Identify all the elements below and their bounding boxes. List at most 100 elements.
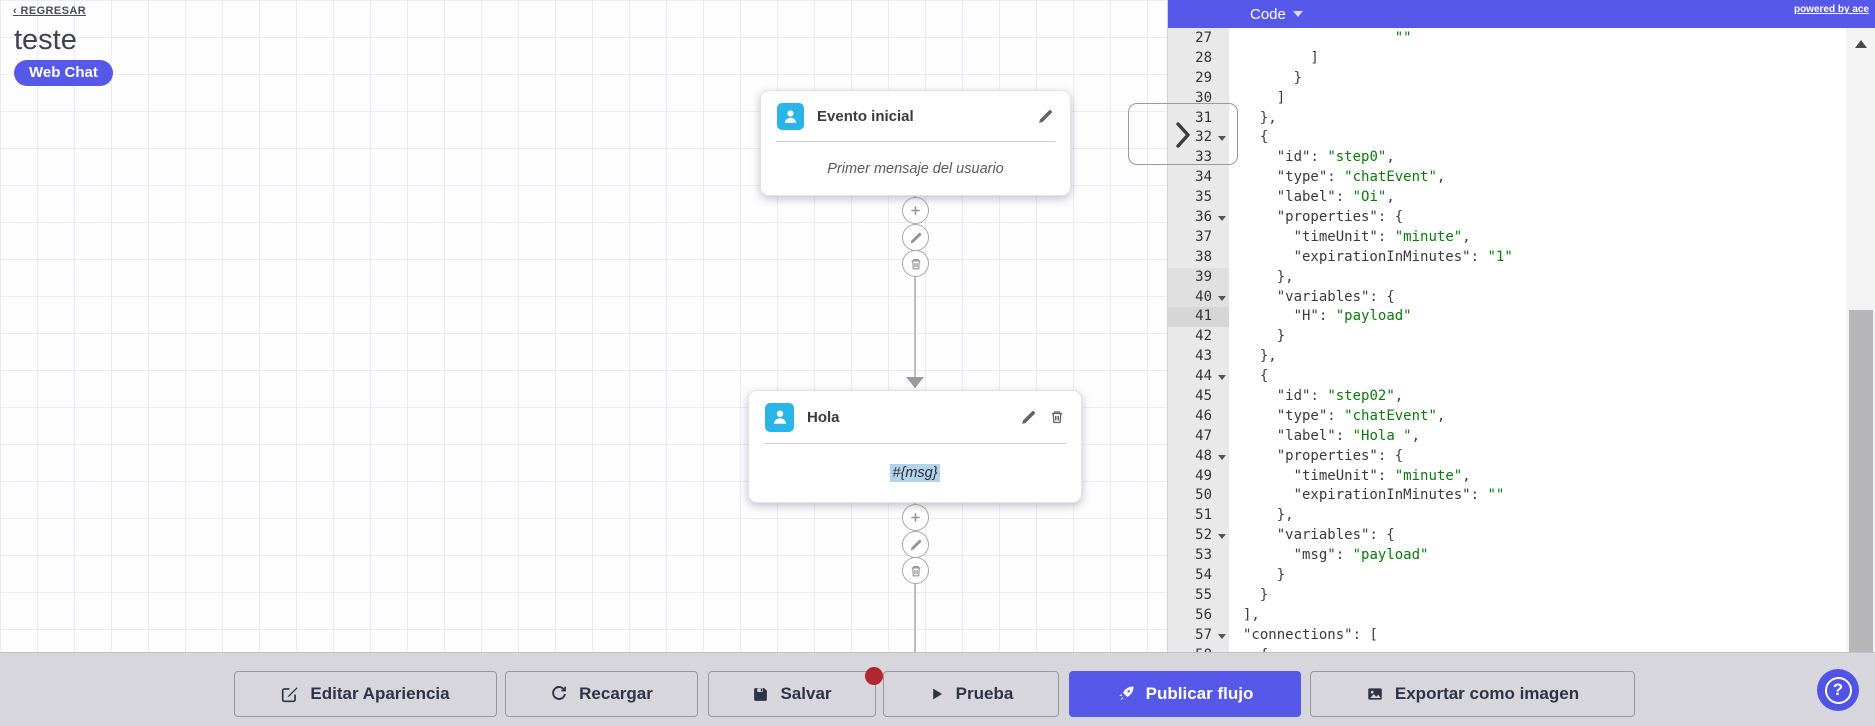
code-line[interactable]: "id": "step02",	[1276, 388, 1404, 405]
code-line[interactable]: "expirationInMinutes": ""	[1293, 487, 1505, 504]
gutter-line-number[interactable]: 29	[1195, 69, 1212, 86]
code-line[interactable]: "type": "chatEvent",	[1276, 407, 1446, 424]
fold-caret-icon[interactable]	[1218, 216, 1226, 222]
code-line[interactable]: }	[1243, 586, 1269, 603]
gutter-line-number[interactable]: 58	[1168, 646, 1229, 652]
code-line[interactable]: "label": "Oi",	[1276, 189, 1395, 206]
test-button[interactable]: Prueba	[883, 671, 1059, 717]
powered-by-ace-link[interactable]: powered by ace	[1793, 4, 1869, 15]
fold-caret-icon[interactable]	[1218, 375, 1226, 381]
code-line[interactable]: {	[1243, 368, 1269, 385]
gutter-line-number[interactable]: 50	[1195, 487, 1212, 504]
delete-connection-button[interactable]	[902, 557, 929, 584]
save-button[interactable]: Salvar	[708, 671, 876, 717]
gutter-line-number[interactable]: 27	[1195, 30, 1212, 46]
code-line[interactable]: {	[1243, 129, 1269, 146]
gutter-line-number[interactable]: 38	[1195, 248, 1212, 265]
gutter-line-number[interactable]: 52	[1168, 526, 1229, 546]
code-line[interactable]: "type": "chatEvent",	[1276, 169, 1446, 186]
back-link[interactable]: ‹ REGRESAR	[13, 5, 87, 17]
help-button[interactable]: ?	[1817, 669, 1859, 711]
code-line[interactable]: },	[1243, 268, 1294, 285]
gutter-line-number[interactable]: 39	[1168, 267, 1229, 288]
code-line[interactable]: "properties": {	[1276, 447, 1404, 464]
collapse-panel-button[interactable]	[1128, 103, 1238, 165]
code-line[interactable]: ""	[1394, 30, 1412, 46]
edit-connection-button[interactable]	[902, 224, 929, 251]
edit-node-button[interactable]	[1037, 108, 1054, 125]
code-line[interactable]: ]	[1243, 49, 1319, 66]
gutter-line-number[interactable]: 35	[1195, 189, 1212, 206]
gutter-line-number[interactable]: 47	[1195, 427, 1212, 444]
gutter-line-number[interactable]: 32	[1168, 128, 1229, 148]
gutter-line-number[interactable]: 30	[1195, 89, 1212, 106]
gutter-line-number[interactable]: 42	[1195, 328, 1212, 345]
editor-text-area[interactable]: "" ] } ] }, { "id": "step0", "type": "ch…	[1229, 28, 1846, 652]
add-step-button[interactable]	[902, 197, 929, 224]
flow-node-hola[interactable]: Hola #{msg}	[748, 390, 1082, 503]
gutter-line-number[interactable]: 51	[1195, 507, 1212, 524]
code-line[interactable]: "timeUnit": "minute",	[1293, 467, 1471, 484]
gutter-line-number[interactable]: 34	[1195, 169, 1212, 186]
gutter-line-number[interactable]: 31	[1195, 109, 1212, 126]
gutter-line-number[interactable]: 33	[1195, 149, 1212, 166]
edit-connection-button[interactable]	[902, 531, 929, 558]
edit-appearance-button[interactable]: Editar Apariencia	[234, 671, 497, 717]
code-line[interactable]: ]	[1243, 89, 1286, 106]
gutter-line-number[interactable]: 44	[1168, 367, 1229, 387]
code-line[interactable]: "properties": {	[1276, 209, 1404, 226]
code-line[interactable]: },	[1243, 348, 1277, 365]
gutter-line-number[interactable]: 37	[1195, 228, 1212, 245]
code-line[interactable]: }	[1243, 69, 1303, 86]
code-line[interactable]: {	[1229, 646, 1846, 652]
scrollbar-thumb[interactable]	[1849, 310, 1873, 652]
gutter-line-number[interactable]: 43	[1195, 348, 1212, 365]
code-line[interactable]: "label": "Hola ",	[1276, 427, 1421, 444]
gutter-line-number[interactable]: 36	[1168, 208, 1229, 228]
code-line[interactable]: "timeUnit": "minute",	[1293, 228, 1471, 245]
export-image-button[interactable]: Exportar como imagen	[1310, 671, 1635, 717]
flow-canvas[interactable]: ‹ REGRESAR teste Web Chat	[0, 0, 1167, 726]
gutter-line-number[interactable]: 53	[1195, 547, 1212, 564]
fold-caret-icon[interactable]	[1218, 454, 1226, 460]
reload-button[interactable]: Recargar	[505, 671, 698, 717]
gutter-line-number[interactable]: 49	[1195, 467, 1212, 484]
rocket-icon	[1117, 685, 1135, 703]
code-line[interactable]: },	[1243, 507, 1294, 524]
scroll-up-icon[interactable]	[1855, 40, 1867, 48]
gutter-line-number[interactable]: 48	[1168, 447, 1229, 467]
gutter-line-number[interactable]: 46	[1195, 407, 1212, 424]
code-line[interactable]: "connections": [	[1243, 626, 1378, 643]
code-line[interactable]: "expirationInMinutes": "1"	[1293, 248, 1513, 265]
gutter-line-number[interactable]: 56	[1195, 606, 1212, 623]
code-line[interactable]: }	[1243, 328, 1286, 345]
delete-connection-button[interactable]	[902, 250, 929, 277]
gutter-line-number[interactable]: 45	[1195, 388, 1212, 405]
code-line[interactable]: "H": "payload"	[1293, 308, 1412, 325]
code-line[interactable]: }	[1243, 567, 1286, 584]
code-line[interactable]: "id": "step0",	[1276, 149, 1395, 166]
flow-node-evento-inicial[interactable]: Evento inicial Primer mensaje del usuari…	[760, 90, 1071, 196]
gutter-line-number[interactable]: 54	[1195, 567, 1212, 584]
fold-caret-icon[interactable]	[1218, 136, 1226, 142]
gutter-line-number[interactable]: 41	[1168, 307, 1229, 328]
code-line[interactable]: "variables": {	[1276, 527, 1395, 544]
gutter-line-number[interactable]: 40	[1168, 287, 1229, 308]
delete-node-button[interactable]	[1049, 409, 1065, 425]
edit-node-button[interactable]	[1020, 409, 1037, 426]
gutter-line-number[interactable]: 57	[1168, 626, 1229, 646]
publish-flow-button[interactable]: Publicar flujo	[1069, 671, 1301, 717]
fold-caret-icon[interactable]	[1218, 633, 1226, 639]
fold-caret-icon[interactable]	[1218, 534, 1226, 540]
fold-caret-icon[interactable]	[1218, 295, 1226, 301]
code-line[interactable]: ],	[1243, 606, 1260, 623]
code-line[interactable]: "msg": "payload"	[1293, 547, 1429, 564]
add-step-button[interactable]	[902, 504, 929, 531]
gutter-line-number[interactable]: 28	[1195, 49, 1212, 66]
code-mode-dropdown[interactable]: Code	[1250, 0, 1303, 28]
gutter-line-number[interactable]: 55	[1195, 586, 1212, 603]
code-line[interactable]: },	[1243, 109, 1277, 126]
code-line[interactable]: "variables": {	[1276, 288, 1395, 305]
node-divider	[776, 141, 1055, 142]
